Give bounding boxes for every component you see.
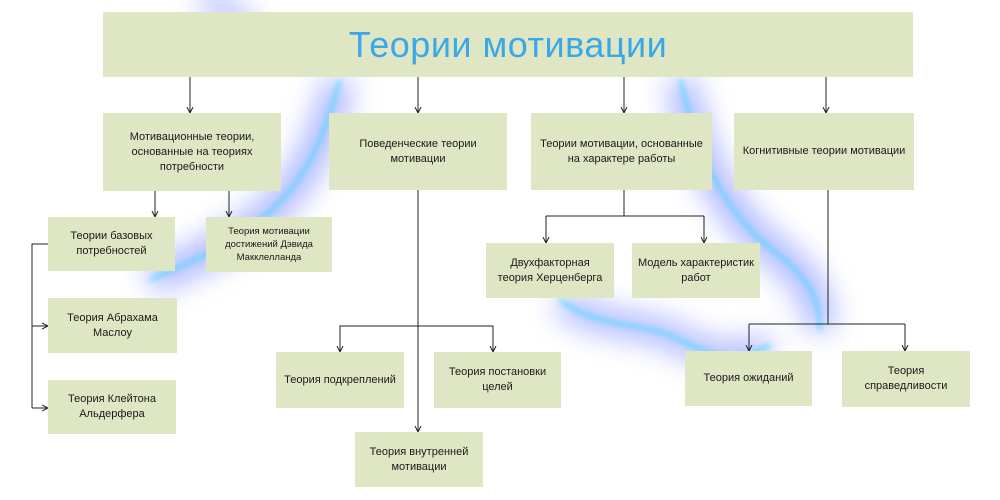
node-job-characteristics: Модель характеристик работ bbox=[632, 243, 760, 298]
node-cognitive-theories: Когнитивные теории мотивации bbox=[734, 113, 914, 190]
node-alderfer: Теория Клейтона Альдерфера bbox=[48, 380, 176, 434]
diagram-title: Теории мотивации bbox=[103, 12, 913, 77]
node-goal-setting: Теория постановки целей bbox=[434, 352, 561, 408]
node-herzberg: Двухфакторная теория Херценберга bbox=[486, 243, 614, 298]
node-maslow: Теория Абрахама Маслоу bbox=[48, 298, 177, 353]
node-behavioral-theories: Поведенческие теории мотивации bbox=[329, 113, 507, 190]
node-reinforcement: Теория подкреплений bbox=[276, 352, 404, 408]
node-work-nature-theories: Теории мотивации, основанные на характер… bbox=[531, 113, 712, 190]
node-intrinsic-motivation: Теория внутренней мотивации bbox=[355, 432, 483, 487]
node-equity: Теория справедливости bbox=[842, 351, 970, 407]
node-expectancy: Теория ожиданий bbox=[685, 351, 812, 406]
node-mcclelland: Теория мотивации достижений Дэвида Маккл… bbox=[206, 217, 332, 272]
node-basic-needs: Теории базовых потребностей bbox=[48, 217, 175, 271]
node-needs-theories: Мотивационные теории, основанные на теор… bbox=[103, 113, 281, 191]
